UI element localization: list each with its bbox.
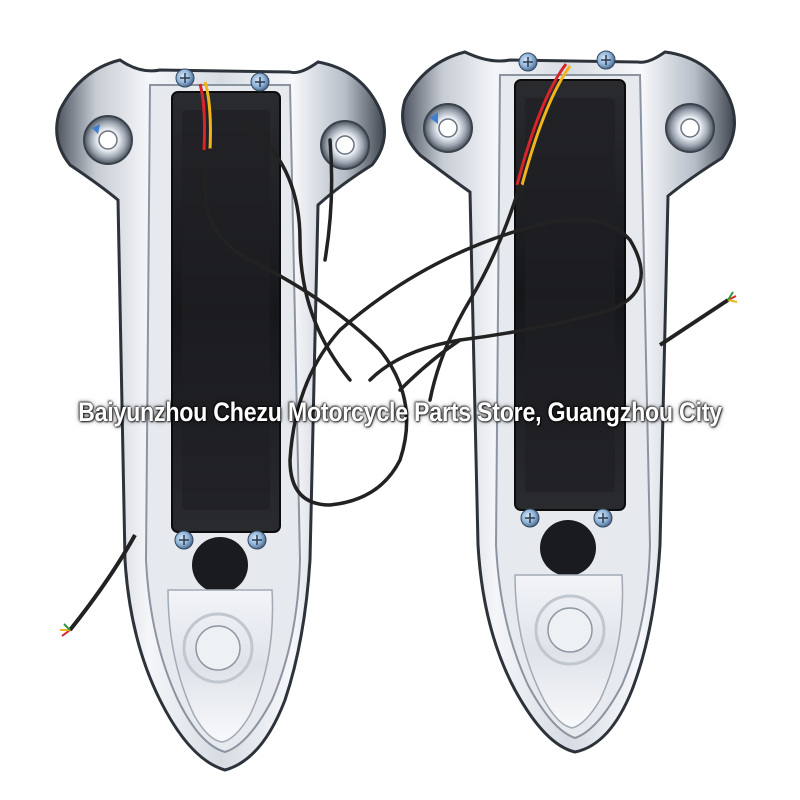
- black-wire-harness: [203, 118, 643, 507]
- right-turn-signal: [401, 50, 738, 754]
- left-turn-signal: [55, 58, 386, 772]
